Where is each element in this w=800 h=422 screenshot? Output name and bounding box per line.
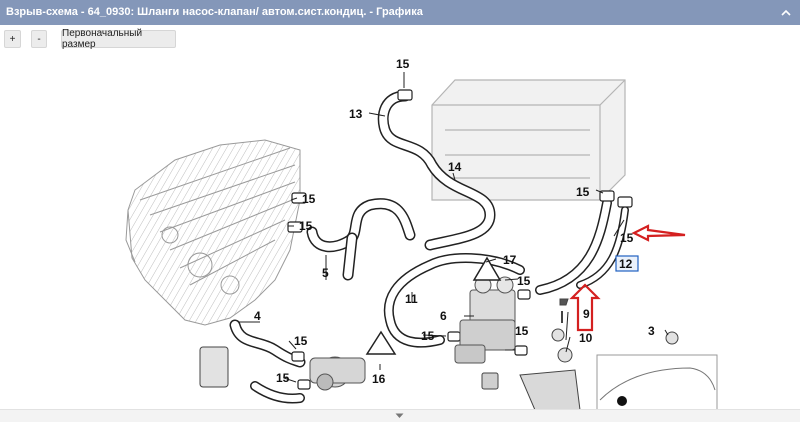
- callout-11[interactable]: 11: [405, 292, 418, 306]
- horizontal-scrollbar[interactable]: [0, 409, 800, 422]
- scroll-down-button[interactable]: [392, 412, 406, 420]
- callout-15[interactable]: 15: [299, 219, 313, 233]
- collapse-button[interactable]: [778, 3, 794, 21]
- toolbar: + - Первоначальный размер: [0, 25, 800, 52]
- chevron-down-icon: [395, 413, 403, 418]
- zoom-out-button[interactable]: -: [31, 30, 47, 48]
- auxiliary-water-pump: [309, 356, 366, 391]
- heater-core: [431, 79, 626, 201]
- small-parts: [199, 298, 679, 409]
- callout-15[interactable]: 15: [302, 192, 316, 206]
- callout-17[interactable]: 17: [503, 253, 517, 267]
- zoom-in-button[interactable]: +: [4, 30, 21, 48]
- chevron-up-icon: [781, 9, 791, 16]
- highlighted-part-box: [615, 255, 639, 272]
- callout-10[interactable]: 10: [579, 331, 593, 345]
- hoses: [229, 90, 629, 404]
- part-callouts[interactable]: 15 13 14 15 15 5 15 15 12 17 15 6 11 15 …: [254, 57, 655, 386]
- warning-triangle-icons: [365, 256, 502, 355]
- callout-14[interactable]: 14: [448, 160, 462, 174]
- window-title: Взрыв-схема - 64_0930: Шланги насос-клап…: [6, 6, 423, 18]
- exploded-view-diagram[interactable]: 15 13 14 15 15 5 15 15 12 17 15 6 11 15 …: [0, 52, 800, 409]
- callout-15[interactable]: 15: [294, 334, 308, 348]
- clamps: [287, 89, 633, 390]
- callout-16[interactable]: 16: [372, 372, 386, 386]
- leader-lines: [238, 72, 669, 383]
- engine-block: [125, 139, 301, 326]
- water-valve: [454, 276, 516, 364]
- callout-15[interactable]: 15: [515, 324, 529, 338]
- diagram-graphic: 15 13 14 15 15 5 15 15 12 17 15 6 11 15 …: [125, 57, 718, 409]
- callout-12[interactable]: 12: [619, 257, 633, 271]
- reset-size-button[interactable]: Первоначальный размер: [61, 28, 176, 50]
- callout-15[interactable]: 15: [517, 274, 531, 288]
- callout-15[interactable]: 15: [576, 185, 590, 199]
- callout-13[interactable]: 13: [349, 107, 363, 121]
- callout-15[interactable]: 15: [421, 329, 435, 343]
- callout-15[interactable]: 15: [276, 371, 290, 385]
- callout-6[interactable]: 6: [440, 309, 447, 323]
- callout-9[interactable]: 9: [583, 307, 590, 321]
- callout-3[interactable]: 3: [648, 324, 655, 338]
- callout-5[interactable]: 5: [322, 266, 329, 280]
- callout-15[interactable]: 15: [620, 231, 634, 245]
- red-annotation-arrows: [569, 224, 686, 332]
- window-titlebar: Взрыв-схема - 64_0930: Шланги насос-клап…: [0, 0, 800, 25]
- vehicle-location-inset: [596, 354, 718, 409]
- callout-15[interactable]: 15: [396, 57, 410, 71]
- callout-4[interactable]: 4: [254, 309, 261, 323]
